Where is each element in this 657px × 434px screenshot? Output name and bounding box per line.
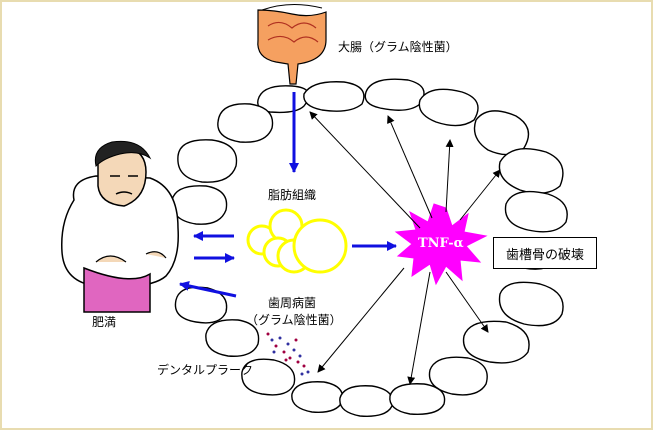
label-dental-plaque: デンタルプラーク [157,363,254,377]
label-tnf-alpha: TNF-α [418,236,464,251]
tooth [205,319,260,357]
tooth [241,358,296,396]
tooth [364,78,425,111]
tooth [498,281,564,327]
label-obesity: 肥満 [92,315,117,329]
plaque-dots-icon [266,332,310,376]
arrow-perio-to-man [179,280,237,298]
obese-man-icon [61,140,179,313]
tooth [291,381,344,413]
label-alveolar-bone-destruction: 歯槽骨の破壊 [493,237,597,269]
teeth-arch-icon [171,78,568,417]
adipose-cells-icon [246,208,348,274]
tooth [339,385,394,417]
label-adipose-tissue: 脂肪組織 [268,188,317,202]
blue-arrows [179,92,397,298]
tooth [177,139,238,183]
tooth [473,110,530,156]
tooth [303,81,365,112]
tooth [389,383,446,415]
label-periodontal-bacteria-sub: （グラム陰性菌） [246,313,342,327]
tooth [504,190,568,233]
tooth [462,320,530,364]
tooth [498,148,564,194]
tooth [418,88,479,127]
tnf-arrows [309,111,501,385]
label-periodontal-bacteria: 歯周病菌 [268,296,317,310]
tooth [171,185,228,225]
label-large-intestine: 大腸（グラム陰性菌） [338,40,458,54]
tooth [257,85,310,114]
tooth [217,103,274,143]
large-intestine-icon [257,4,327,85]
